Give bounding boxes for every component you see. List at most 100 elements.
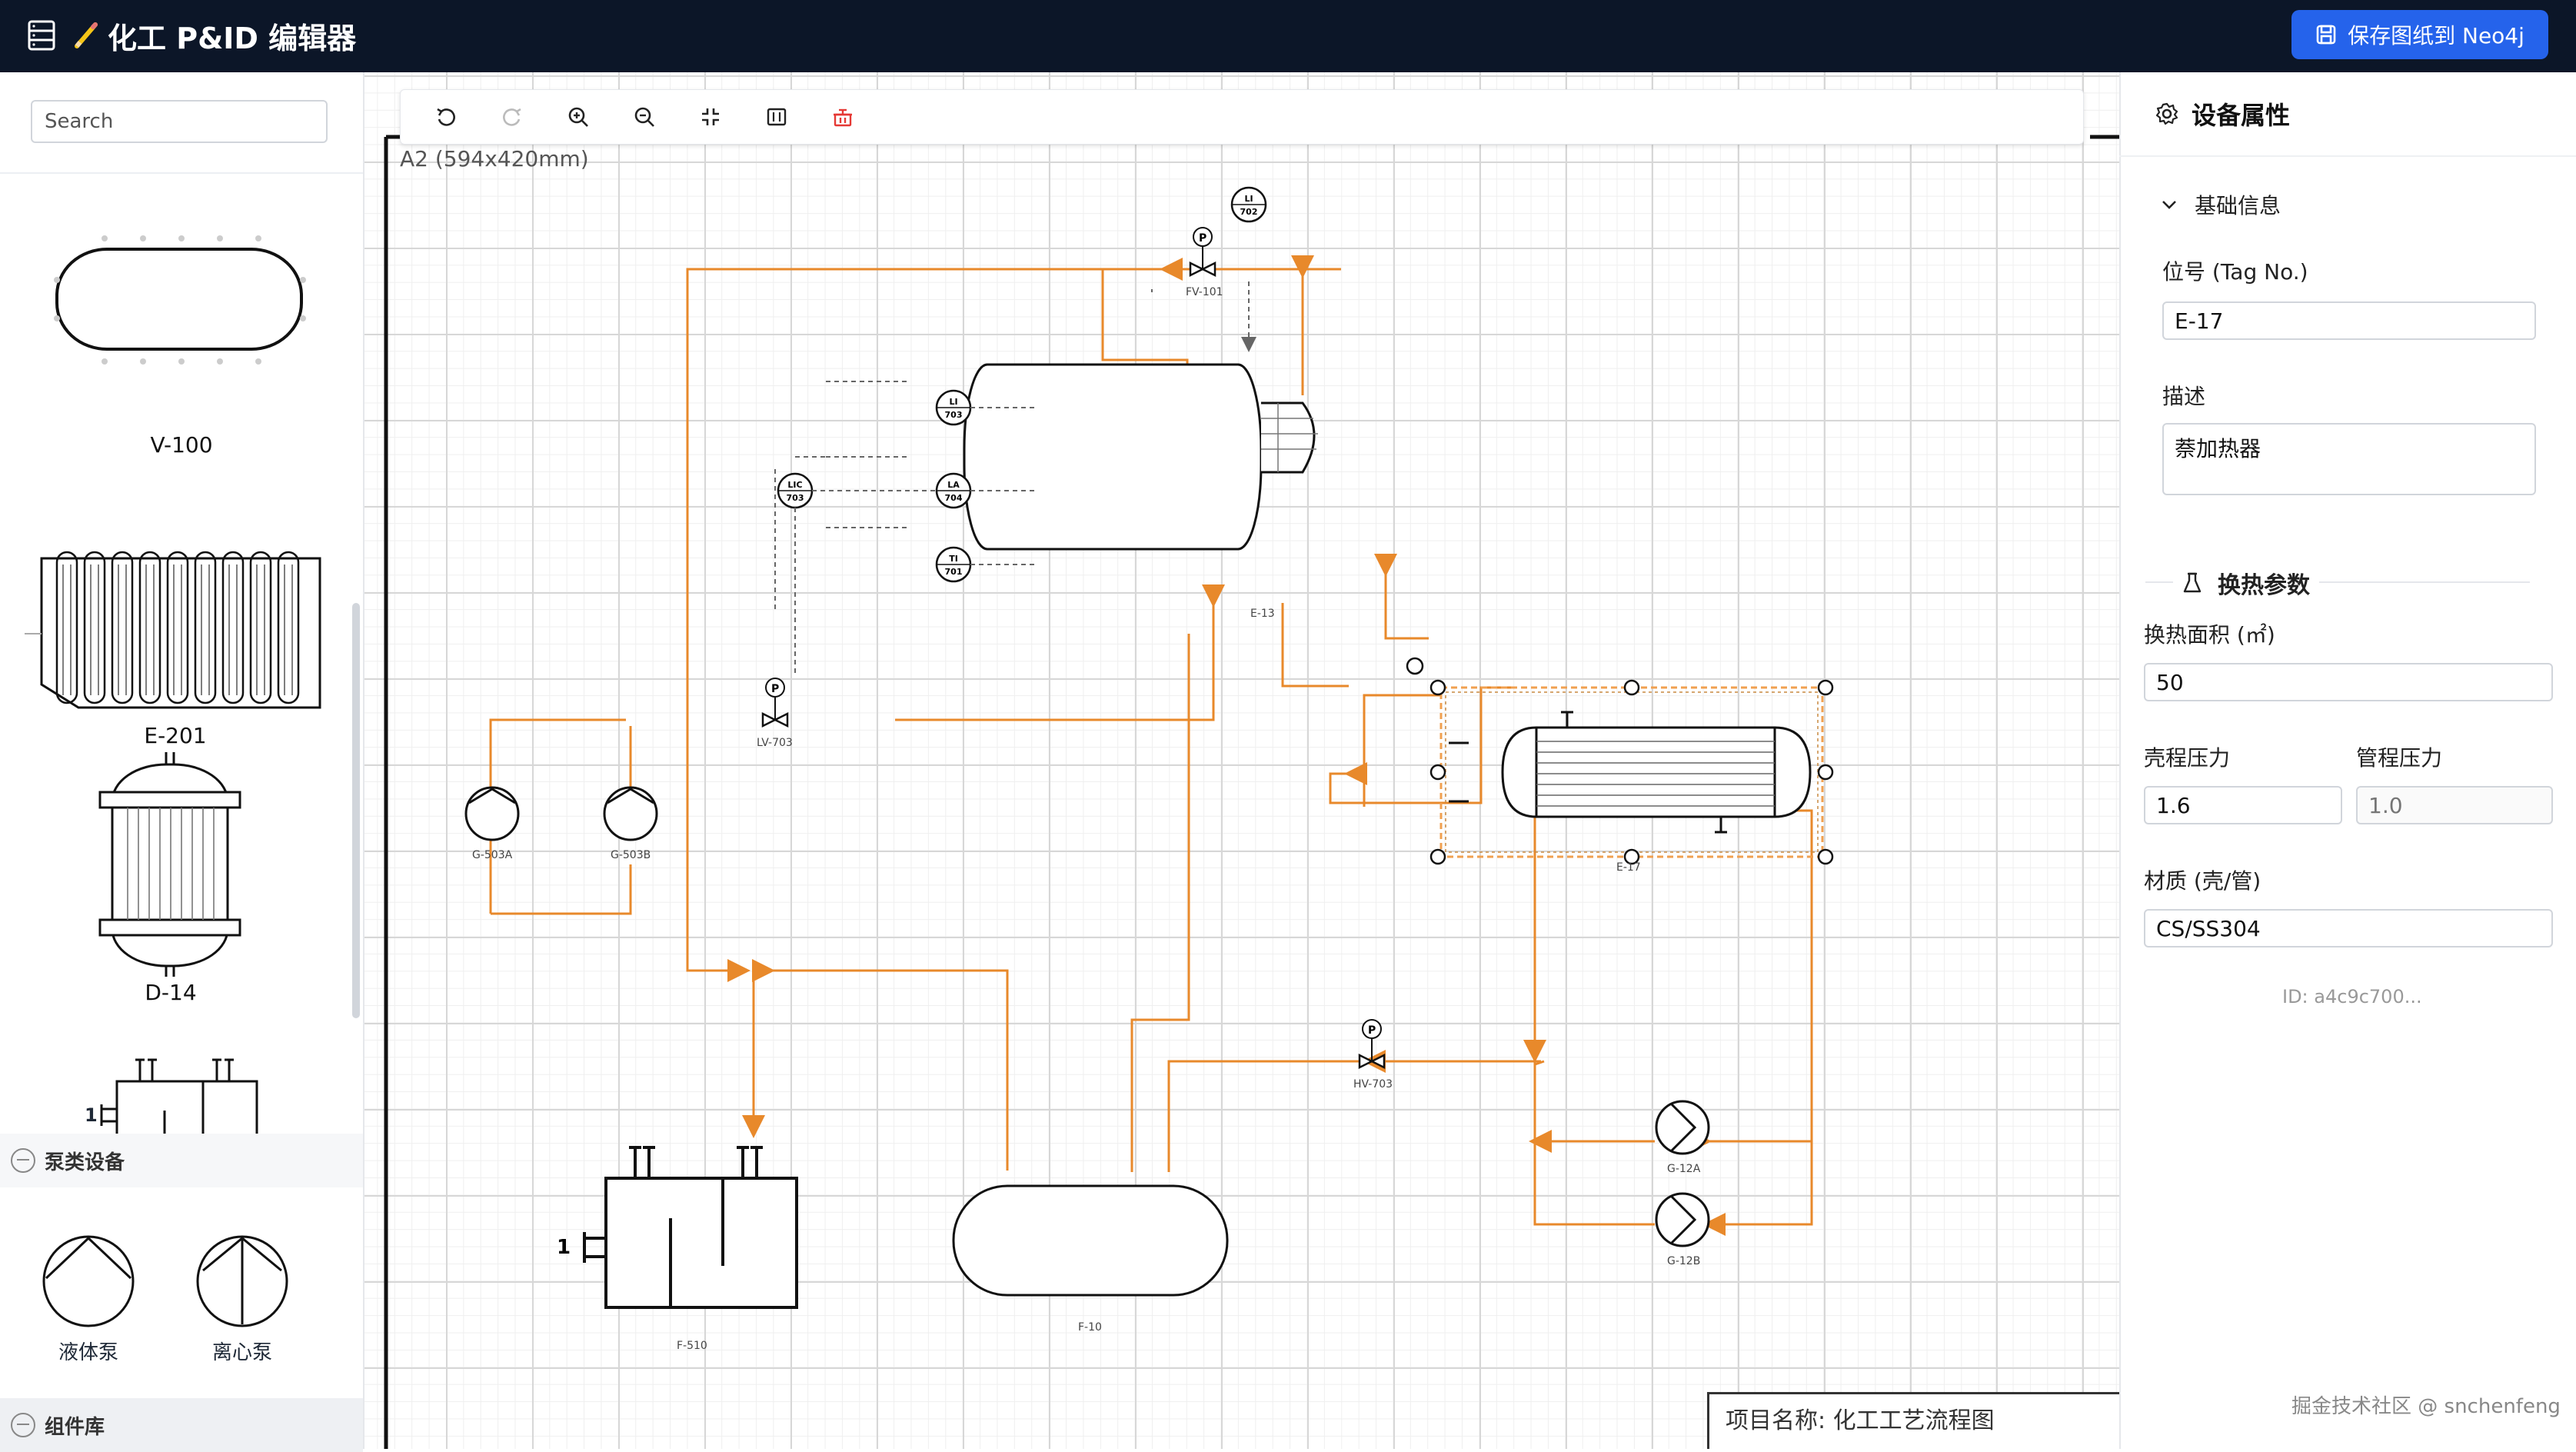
instrument-code: LIC	[787, 480, 802, 490]
palette-item-centrifugal-pump[interactable]: 离心泵	[192, 1232, 292, 1364]
section-divider	[2145, 581, 2530, 583]
liquid-pump-icon	[42, 1235, 135, 1327]
properties-title: 设备属性	[2192, 101, 2291, 130]
description-label: 描述	[2162, 384, 2206, 409]
palette-item-label: D-14	[145, 980, 197, 1005]
instrument-ti701[interactable]: TI 701	[935, 546, 972, 583]
tag-g12b: G-12B	[1667, 1255, 1700, 1267]
area-label: 换热面积 (㎡)	[2144, 622, 2275, 648]
pid-diagram: E-13 E-17 G-503A G-503B G-12A G-12B	[384, 135, 2119, 1449]
palette-item-label: 离心泵	[211, 1341, 272, 1364]
diagram-canvas[interactable]: E-13 E-17 G-503A G-503B G-12A G-12B	[364, 72, 2119, 1449]
tag-f510: F-510	[677, 1340, 707, 1352]
area-input[interactable]	[2144, 663, 2553, 701]
tag-f10: F-10	[1078, 1321, 1102, 1334]
palette-item-label: 液体泵	[58, 1341, 118, 1364]
exchanger-e17[interactable]	[1406, 657, 1834, 865]
instrument-number: 702	[1240, 207, 1258, 217]
save-to-neo4j-button[interactable]: 保存图纸到 Neo4j	[2291, 10, 2548, 59]
description-textarea[interactable]: 萘加热器	[2162, 423, 2536, 495]
palette-divider	[0, 172, 363, 174]
project-name-label: 项目名称: 化工工艺流程图	[1726, 1407, 1995, 1434]
instrument-li703[interactable]: LI 703	[935, 389, 972, 426]
zoom-in-button[interactable]	[561, 99, 596, 135]
palette-search-input[interactable]	[31, 100, 328, 143]
pump-g12b[interactable]	[1655, 1192, 1710, 1247]
pump-g503a[interactable]	[464, 786, 520, 841]
tag-g503a: G-503A	[472, 849, 513, 861]
fit-view-button[interactable]	[693, 99, 728, 135]
palette-item-liquid-pump[interactable]: 液体泵	[38, 1232, 138, 1364]
undo-button[interactable]	[428, 99, 464, 135]
material-input[interactable]	[2144, 909, 2553, 947]
horizontal-vessel-icon	[54, 235, 306, 365]
component-group-title: 组件库	[45, 1415, 105, 1439]
zoom-out-button[interactable]	[627, 99, 662, 135]
menu-icon[interactable]	[26, 18, 57, 52]
pump-g12a[interactable]	[1655, 1100, 1710, 1155]
palette-scrollbar[interactable]	[352, 603, 360, 1018]
tag-no-input[interactable]	[2162, 301, 2536, 340]
minimap-button[interactable]	[759, 99, 794, 135]
palette-item-v100[interactable]: V-100	[43, 226, 320, 472]
vessel-f10[interactable]	[952, 1184, 1229, 1297]
positioner-label: P	[771, 683, 779, 695]
component-group-header[interactable]: 组件库	[0, 1398, 363, 1452]
positioner-label: P	[1368, 1024, 1376, 1037]
tag-g12a: G-12A	[1667, 1163, 1701, 1175]
delete-icon	[834, 108, 852, 127]
pump-g503b[interactable]	[603, 786, 658, 841]
minimap-icon	[767, 108, 787, 126]
tank-f510[interactable]: 1	[557, 1146, 798, 1309]
vertical-exchanger-icon	[98, 752, 241, 977]
redo-button[interactable]	[494, 99, 530, 135]
process-pipes[interactable]	[489, 255, 1813, 1236]
pump-group-title: 泵类设备	[45, 1151, 125, 1174]
app-title-text: 化工 P&ID 编辑器	[108, 21, 357, 55]
instrument-li702[interactable]: LI 702	[1230, 186, 1267, 223]
instrument-number: 703	[945, 410, 963, 420]
sheet-size-label: A2 (594x420mm)	[400, 146, 589, 172]
palette-item-nozzle-label: 1	[85, 1104, 98, 1126]
pump-group-header[interactable]: 泵类设备	[0, 1134, 363, 1187]
instrument-code: LA	[947, 480, 960, 490]
tag-fv101: FV-101	[1186, 286, 1223, 298]
app-title: 化工 P&ID 编辑器	[71, 12, 356, 58]
nozzle-label: 1	[557, 1236, 571, 1259]
pencil-icon	[75, 22, 98, 48]
material-label: 材质 (壳/管)	[2144, 868, 2261, 894]
palette-item-label: E-201	[144, 723, 207, 748]
shell-pressure-input[interactable]	[2144, 786, 2342, 824]
positioner-label: P	[1199, 232, 1206, 245]
tube-pressure-input[interactable]	[2356, 786, 2553, 824]
valve-lv703[interactable]: P	[761, 678, 789, 728]
heat-exchange-title: 换热参数	[2218, 572, 2310, 599]
shell-pressure-label: 壳程压力	[2144, 745, 2231, 771]
chevron-down-icon	[2162, 201, 2176, 209]
tag-e13: E-13	[1250, 608, 1275, 620]
canvas-toolbar	[400, 89, 2084, 145]
redo-icon	[503, 108, 521, 126]
fit-view-icon	[702, 108, 719, 125]
gear-icon	[2155, 102, 2178, 125]
valve-fv101[interactable]: P	[1189, 227, 1216, 278]
instrument-lic703[interactable]: LIC 703	[777, 472, 814, 509]
zoom-out-icon	[634, 107, 654, 127]
centrifugal-pump-icon	[196, 1235, 288, 1327]
delete-button[interactable]	[825, 99, 860, 135]
collapse-icon	[11, 1148, 35, 1173]
instrument-number: 703	[787, 493, 804, 503]
instrument-la704[interactable]: LA 704	[935, 472, 972, 509]
tag-g503b: G-503B	[611, 849, 651, 861]
palette-item-e201[interactable]: E-201	[20, 541, 328, 757]
valve-hv703[interactable]: P	[1358, 1019, 1386, 1070]
element-id-text: ID: a4c9c700...	[2282, 986, 2422, 1007]
instrument-number: 704	[945, 493, 963, 503]
palette-item-d14[interactable]: D-14	[66, 749, 297, 1011]
basic-info-title: 基础信息	[2195, 193, 2281, 218]
heat-exchange-section-header: 换热参数	[2173, 566, 2319, 600]
air-cooler-exchanger-icon	[25, 551, 321, 709]
watermark: 掘金技术社区 @ snchenfeng	[2291, 1395, 2561, 1418]
vessel-e13[interactable]	[963, 363, 1318, 551]
basic-info-section-header[interactable]: 基础信息	[2159, 189, 2281, 220]
